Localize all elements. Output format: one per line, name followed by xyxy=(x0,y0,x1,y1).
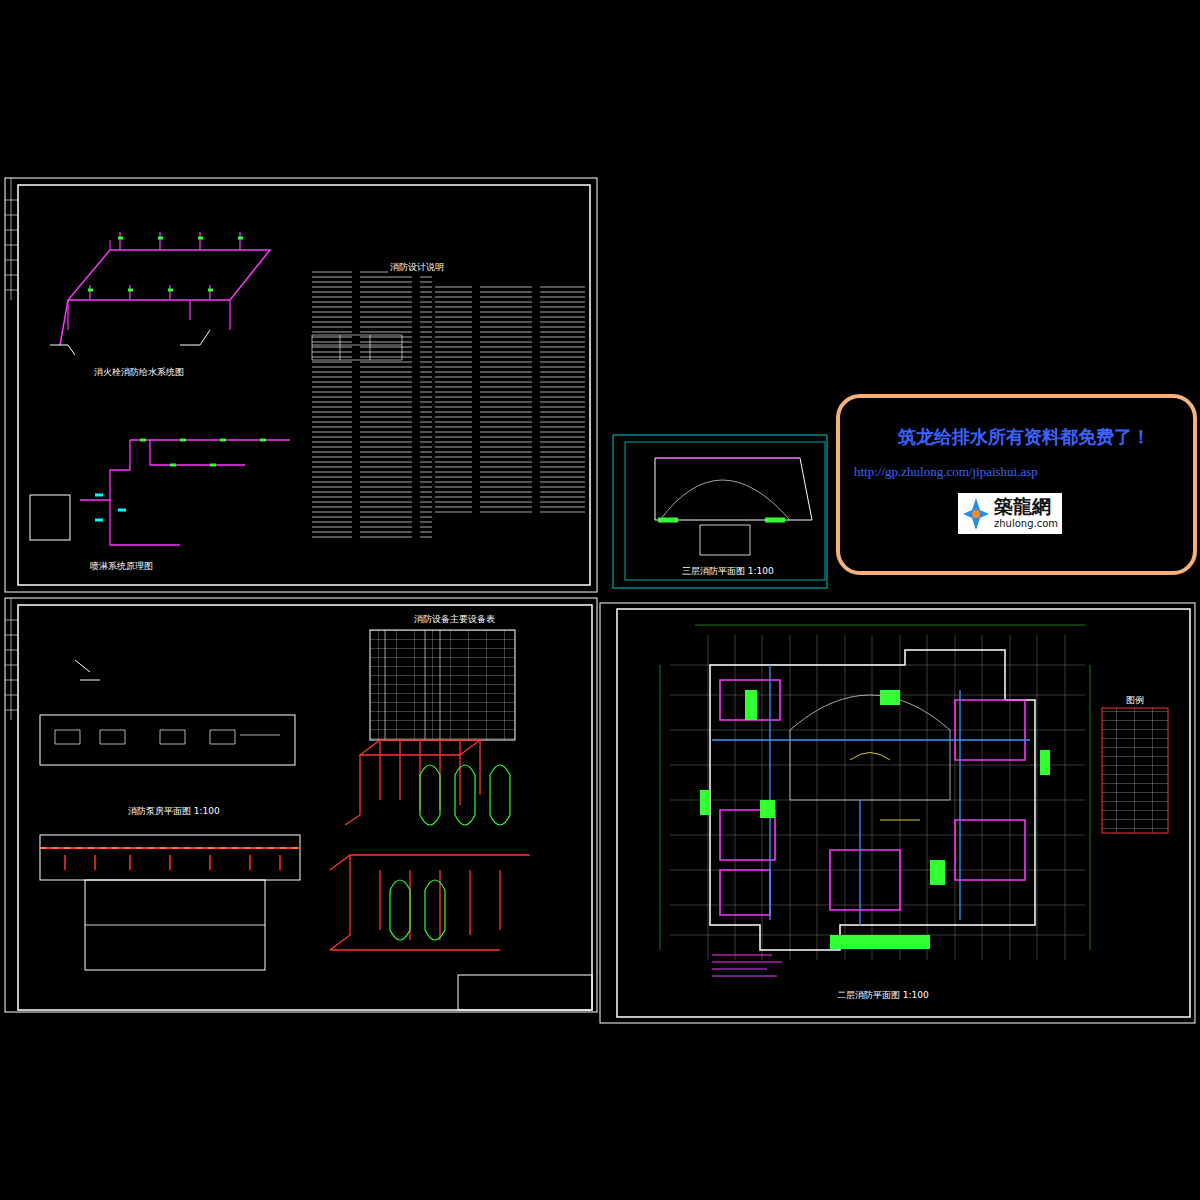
sheet-a xyxy=(5,178,597,592)
drawing-title: 喷淋系统原理图 xyxy=(88,561,155,572)
watermark-frame xyxy=(838,396,1195,573)
url-text: http://gp.zhulong.com/jipaishui.asp xyxy=(854,464,1185,480)
drawing-title: 二层消防平面图 1:100 xyxy=(835,990,931,1001)
sheet-c xyxy=(600,603,1195,1023)
drawing-title: 三层消防平面图 1:100 xyxy=(680,566,776,577)
drawing-title: 消火栓消防给水系统图 xyxy=(92,367,186,378)
sheet-d xyxy=(613,435,827,588)
logo-star xyxy=(963,498,989,530)
drawing-title: 消防设备主要设备表 xyxy=(412,614,497,625)
sheet-b xyxy=(5,598,597,1012)
drawing-title: 图例 xyxy=(1124,695,1146,706)
logo-title: 築龍網 xyxy=(994,495,1058,518)
logo-icon xyxy=(961,496,991,532)
logo-url: zhulong.com xyxy=(994,518,1058,530)
drawing-title: 消防泵房平面图 1:100 xyxy=(126,806,222,817)
drawing-title: 消防设计说明 xyxy=(388,262,446,273)
watermark-text: 筑龙给排水所有资料都免费了！ xyxy=(898,426,1185,448)
watermark-box: 筑龙给排水所有资料都免费了！ http://gp.zhulong.com/jipa… xyxy=(838,396,1195,573)
logo-box: 築龍網zhulong.com xyxy=(958,493,1062,534)
logo-dot xyxy=(972,510,980,518)
